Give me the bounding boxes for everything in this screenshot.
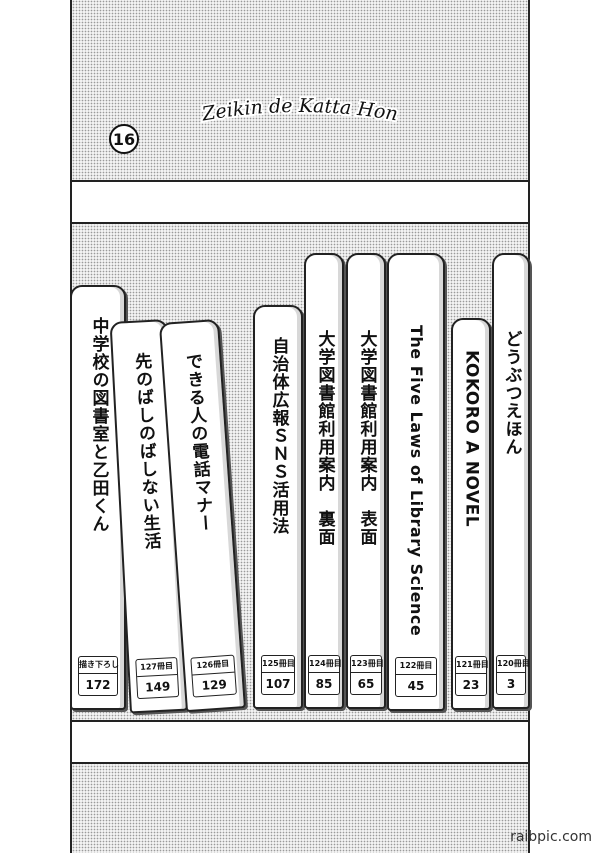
book-spine[interactable]: 自治体広報ＳＮＳ活用法 125冊目 107 xyxy=(253,305,303,709)
book-label: 122冊目 45 xyxy=(395,657,437,697)
book-label: 124冊目 85 xyxy=(308,655,342,695)
book-label-number: 23 xyxy=(462,678,480,692)
book-label-caption: 描き下ろし xyxy=(79,657,119,674)
book-label-number: 172 xyxy=(85,678,111,692)
book-label-caption: 125冊目 xyxy=(262,656,295,673)
book-label-number: 129 xyxy=(201,677,228,693)
book-label: 123冊目 65 xyxy=(350,655,384,695)
book-label-caption: 122冊目 xyxy=(396,658,436,675)
shelf-board-upper xyxy=(72,180,528,224)
series-title-logo: Zeikin de Katta Hon xyxy=(198,93,402,128)
book-label-caption: 123冊目 xyxy=(351,656,384,673)
book-label: 120冊目 3 xyxy=(496,655,530,695)
title-plate: Zeikin de Katta Hon xyxy=(175,92,425,162)
book-label-number: 3 xyxy=(506,677,516,691)
book-label-number: 65 xyxy=(357,677,375,691)
book-label: 126冊目 129 xyxy=(190,654,237,698)
book-label-caption: 124冊目 xyxy=(309,656,342,673)
book-label-caption: 121冊目 xyxy=(456,657,489,674)
shelf-board-lower xyxy=(72,720,528,764)
svg-text:Zeikin de Katta Hon: Zeikin de Katta Hon xyxy=(200,95,400,126)
book-title: 大学図書館利用案内 表面 xyxy=(356,330,377,546)
watermark: raibpic.com xyxy=(510,829,592,845)
series-title-text: Zeikin de Katta Hon xyxy=(198,93,402,128)
book-label: 125冊目 107 xyxy=(261,655,295,695)
book-title: 中学校の図書室と乙田くん xyxy=(88,317,109,533)
book-title: できる人の電話マナー xyxy=(181,352,215,534)
book-title: The Five Laws of Library Science xyxy=(407,325,426,637)
book-spine[interactable]: KOKORO A NOVEL 121冊目 23 xyxy=(451,318,491,710)
book-spine[interactable]: The Five Laws of Library Science 122冊目 4… xyxy=(387,253,445,711)
book-title: 自治体広報ＳＮＳ活用法 xyxy=(268,337,289,535)
book-title: 先のばしのばしない生活 xyxy=(130,351,162,551)
book-label-number: 45 xyxy=(407,679,425,693)
book-title: 大学図書館利用案内 裏面 xyxy=(314,330,335,546)
book-label-caption: 127冊目 xyxy=(136,658,178,678)
book-title: どうぶつえほん xyxy=(501,330,522,456)
book-label: 描き下ろし 172 xyxy=(78,656,119,696)
book-label-number: 85 xyxy=(315,677,333,691)
book-label-caption: 120冊目 xyxy=(497,656,530,673)
book-spine[interactable]: 大学図書館利用案内 裏面 124冊目 85 xyxy=(304,253,344,709)
book-label: 121冊目 23 xyxy=(455,656,489,696)
book-label-number: 149 xyxy=(144,679,171,695)
book-title: KOKORO A NOVEL xyxy=(461,350,482,528)
book-spine[interactable]: どうぶつえほん 120冊目 3 xyxy=(492,253,530,709)
book-label: 127冊目 149 xyxy=(135,656,180,700)
volume-badge: 16 xyxy=(109,124,139,154)
book-label-number: 107 xyxy=(265,677,291,691)
book-spine[interactable]: 大学図書館利用案内 表面 123冊目 65 xyxy=(346,253,386,709)
